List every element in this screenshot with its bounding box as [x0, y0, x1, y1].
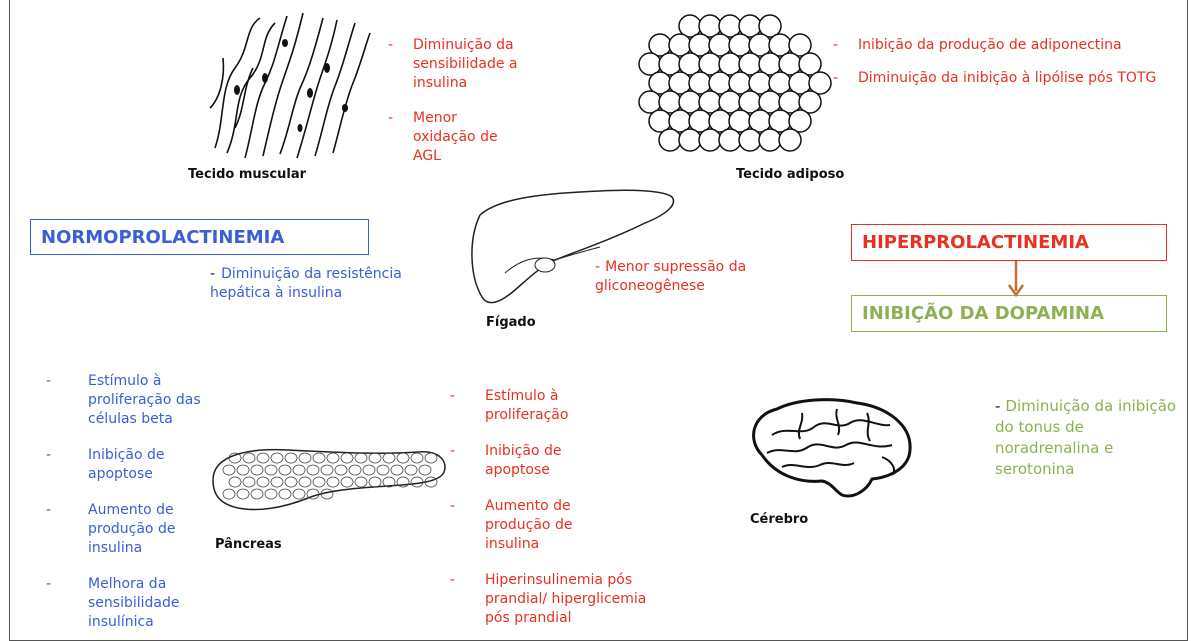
fat-cell — [659, 129, 681, 151]
dash: - — [46, 501, 51, 520]
dash: - — [388, 36, 393, 55]
muscle-effects: - Diminuição da sensibilidade a insulina… — [388, 36, 538, 166]
pancreas-hiper-text: Estímulo à proliferação — [485, 388, 568, 423]
adipose-effect-item: - Diminuição da inibição à lipólise pós … — [833, 69, 1168, 88]
adipose-effect-text: Diminuição da inibição à lipólise pós TO… — [858, 70, 1156, 86]
fat-cell — [679, 129, 701, 151]
dash: - — [995, 397, 1000, 415]
pancreas-label: Pâncreas — [215, 537, 282, 552]
fat-cell — [699, 129, 721, 151]
pancreas-hiper-effects: - Estímulo à proliferação - Inibição de … — [450, 387, 650, 628]
brain-effect: -Diminuição da inibição do tonus de nora… — [995, 396, 1190, 480]
fat-cell — [739, 129, 761, 151]
hiperprolactinemia-box: HIPERPROLACTINEMIA — [851, 224, 1167, 261]
pancreas-hiper-item: - Inibição de apoptose — [450, 442, 585, 480]
liver-hiper-text: Menor supressão da gliconeogênese — [595, 259, 746, 294]
dash: - — [450, 571, 455, 590]
pancreas-illustration — [208, 440, 448, 520]
dash: - — [595, 259, 600, 275]
pancreas-hiper-item: - Aumento de produção de insulina — [450, 497, 585, 554]
adipose-label: Tecido adiposo — [736, 167, 844, 182]
liver-hiper-effect: -Menor supressão da gliconeogênese — [595, 258, 795, 296]
adipose-effect-item: - Inibição da produção de adiponectina — [833, 36, 1178, 55]
dash: - — [450, 387, 455, 406]
muscle-effect-item: - Diminuição da sensibilidade a insulina — [388, 36, 538, 93]
dash: - — [388, 109, 393, 128]
dash: - — [833, 36, 838, 55]
adipose-tissue-illustration — [638, 14, 828, 164]
liver-label: Fígado — [486, 315, 536, 330]
dopamine-inhibition-box: INIBIÇÃO DA DOPAMINA — [851, 295, 1167, 332]
dash: - — [46, 446, 51, 465]
pancreas-normo-text: Estímulo à proliferação das células beta — [88, 373, 201, 427]
fat-cell — [779, 129, 801, 151]
pancreas-hiper-text: Inibição de apoptose — [485, 443, 561, 478]
dash: - — [450, 442, 455, 461]
pancreas-normo-text: Aumento de produção de insulina — [88, 502, 175, 556]
pancreas-hiper-text: Hiperinsulinemia pós prandial/ hiperglic… — [485, 572, 646, 626]
adipose-effect-text: Inibição da produção de adiponectina — [858, 37, 1122, 53]
muscle-effect-item: - Menor oxidação de AGL — [388, 109, 503, 166]
brain-effect-text: Diminuição da inibição do tonus de norad… — [995, 397, 1176, 478]
brain-illustration — [742, 395, 917, 507]
muscle-tissue-illustration — [205, 8, 375, 160]
pancreas-normo-text: Melhora da sensibilidade insulínica — [88, 576, 180, 630]
down-arrow-icon — [1006, 261, 1026, 297]
pancreas-normo-item: - Aumento de produção de insulina — [46, 501, 183, 558]
fat-cell — [719, 129, 741, 151]
liver-normo-text: Diminuição da resistência hepática à ins… — [210, 266, 402, 301]
pancreas-hiper-item: - Hiperinsulinemia pós prandial/ hipergl… — [450, 571, 655, 628]
fat-cell — [759, 129, 781, 151]
muscle-label: Tecido muscular — [188, 167, 306, 182]
pancreas-hiper-text: Aumento de produção de insulina — [485, 498, 572, 552]
pancreas-normo-item: - Estímulo à proliferação das células be… — [46, 372, 236, 429]
dash: - — [46, 575, 51, 594]
dash: - — [833, 69, 838, 88]
muscle-effect-text: Menor oxidação de AGL — [413, 110, 498, 164]
brain-label: Cérebro — [750, 512, 808, 527]
pancreas-normo-item: - Inibição de apoptose — [46, 446, 183, 484]
dash: - — [450, 497, 455, 516]
pancreas-hiper-item: - Estímulo à proliferação — [450, 387, 595, 425]
adipose-effects: - Inibição da produção de adiponectina -… — [833, 36, 1178, 88]
pancreas-normo-item: - Melhora da sensibilidade insulínica — [46, 575, 198, 632]
muscle-effect-text: Diminuição da sensibilidade a insulina — [413, 37, 518, 91]
dash: - — [210, 266, 215, 282]
dash: - — [46, 372, 51, 391]
pancreas-normo-text: Inibição de apoptose — [88, 447, 164, 482]
normoprolactinemia-box: NORMOPROLACTINEMIA — [30, 219, 369, 255]
liver-normo-effect: -Diminuição da resistência hepática à in… — [210, 265, 450, 303]
